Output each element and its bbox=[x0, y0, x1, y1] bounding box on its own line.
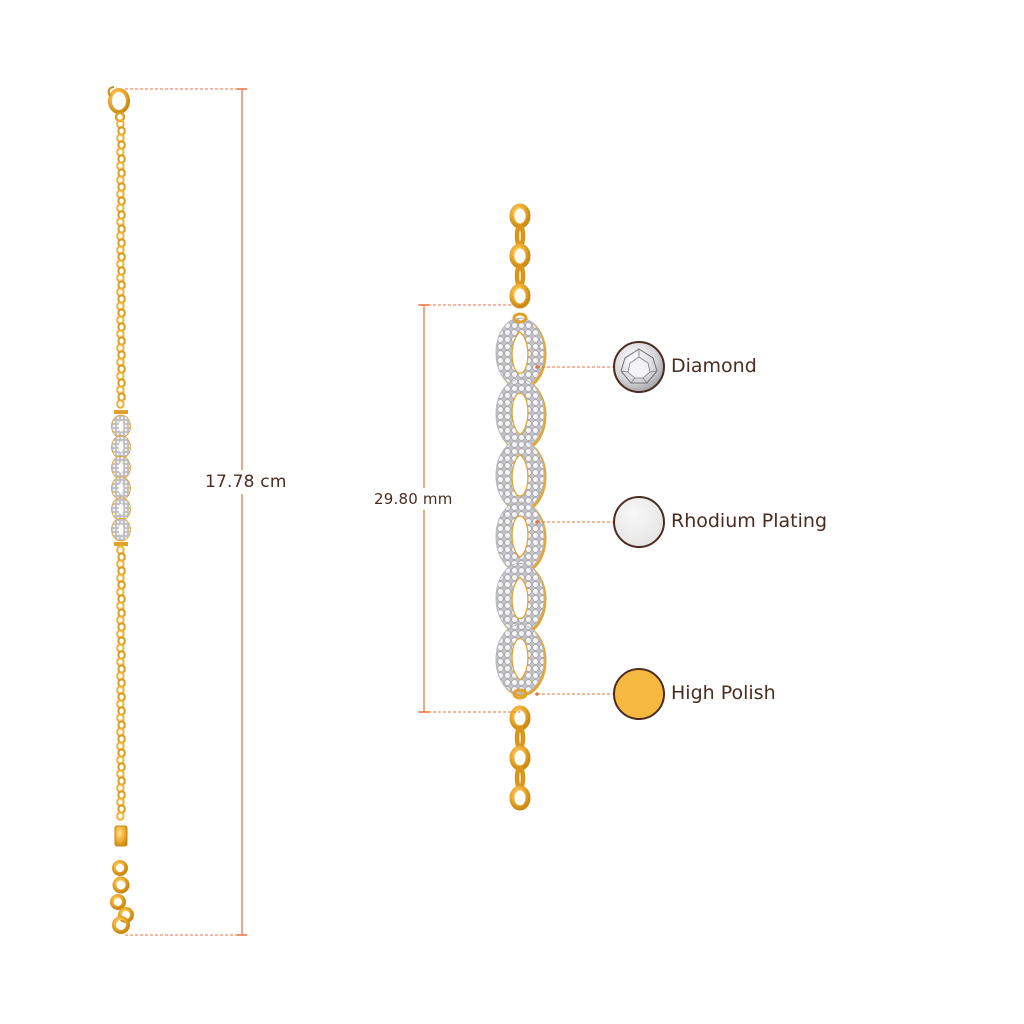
bracelet-length-label: 17.78 cm bbox=[205, 470, 287, 494]
chain-link bbox=[509, 283, 531, 309]
chain-link bbox=[514, 765, 526, 791]
chain-link bbox=[509, 243, 531, 269]
motif-connector bbox=[512, 688, 528, 700]
length-measure bbox=[125, 88, 247, 936]
lobster-clasp bbox=[107, 86, 130, 123]
chain-link bbox=[514, 263, 526, 289]
feature-label-polish: High Polish bbox=[671, 682, 776, 704]
zoomed-lower-chain bbox=[509, 705, 531, 811]
feature-label-diamond: Diamond bbox=[671, 355, 757, 377]
motif-opening bbox=[511, 576, 529, 620]
motif-length-label: 29.80 mm bbox=[374, 488, 453, 510]
motif-opening bbox=[118, 483, 124, 494]
zoomed-upper-chain bbox=[509, 203, 531, 309]
chain-link bbox=[116, 811, 125, 821]
chain-link bbox=[514, 725, 526, 751]
callout-leaders bbox=[535, 365, 614, 696]
diamond-icon bbox=[613, 341, 665, 393]
motif-opening bbox=[118, 462, 124, 473]
gold-swatch bbox=[613, 668, 665, 720]
upper-chain bbox=[116, 119, 126, 409]
infinity-motif-small bbox=[111, 410, 131, 546]
motif-opening bbox=[511, 515, 529, 559]
infinity-motif-zoomed bbox=[495, 312, 547, 700]
motif-opening bbox=[511, 392, 529, 436]
chain-link bbox=[509, 745, 531, 771]
motif-opening bbox=[118, 421, 124, 432]
chain-link bbox=[116, 399, 125, 409]
chain-link bbox=[509, 705, 531, 731]
chain-link bbox=[509, 785, 531, 811]
extension-links bbox=[110, 825, 134, 934]
rhodium-swatch bbox=[613, 496, 665, 548]
motif-opening bbox=[511, 638, 529, 681]
motif-opening bbox=[118, 441, 124, 453]
chain-link bbox=[509, 203, 531, 229]
feature-label-rhodium: Rhodium Plating bbox=[671, 510, 828, 532]
motif-opening bbox=[511, 331, 529, 374]
motif-connector bbox=[512, 312, 528, 324]
zoomed-bracelet bbox=[495, 203, 547, 811]
lower-chain bbox=[116, 545, 126, 821]
chain-link bbox=[514, 223, 526, 249]
motif-opening bbox=[118, 524, 124, 536]
full-bracelet bbox=[107, 86, 134, 934]
motif-opening bbox=[511, 453, 529, 497]
motif-opening bbox=[118, 503, 124, 515]
